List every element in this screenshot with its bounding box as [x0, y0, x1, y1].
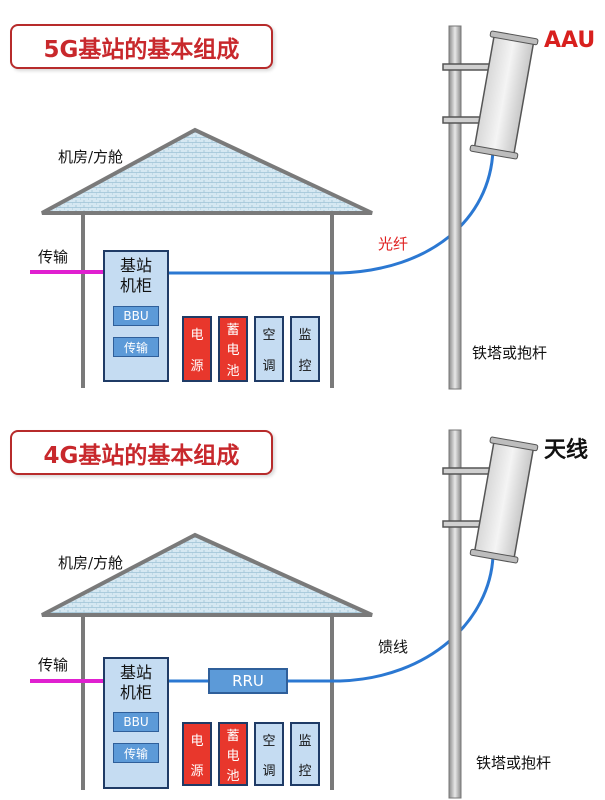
unit-char: 控	[298, 763, 312, 779]
bbu-module-5g: BBU	[113, 306, 159, 326]
section-title-4g: 4G基站的基本组成	[10, 430, 273, 475]
unit-char: 蓄	[226, 728, 240, 744]
antenna-panel	[469, 436, 539, 564]
roof-4g	[41, 532, 373, 617]
house-5g	[41, 127, 373, 388]
fiber-label: 光纤	[378, 235, 409, 253]
house-wall-5g	[81, 211, 334, 388]
unit-char: 空	[262, 733, 276, 749]
aircon-unit-4g: 空 调	[254, 722, 284, 786]
battery-unit-4g: 蓄 电 池	[218, 722, 248, 786]
tower-label-5g: 铁塔或抱杆	[472, 344, 548, 362]
cabinet-label-line2: 机柜	[119, 683, 152, 702]
feeder-label: 馈线	[378, 638, 409, 656]
unit-char: 电	[226, 343, 240, 359]
house-4g	[41, 532, 373, 790]
pole-5g	[448, 25, 462, 390]
feeder-cable-4g	[288, 555, 495, 683]
aau-label: AAU	[544, 28, 596, 53]
unit-char: 池	[226, 768, 240, 784]
room-label-5g: 机房/方舱	[58, 148, 124, 166]
unit-char: 源	[190, 359, 204, 374]
rru-module: RRU	[208, 668, 288, 694]
power-unit-4g: 电 源	[182, 722, 212, 786]
house-wall-4g	[81, 613, 334, 790]
tower-5g	[442, 25, 539, 390]
cabinet-label-4g: 基站 机柜	[107, 663, 165, 703]
unit-char: 电	[190, 328, 204, 343]
unit-char: 调	[262, 763, 276, 779]
transport-label-5g: 传输	[38, 248, 69, 266]
unit-char: 监	[298, 733, 312, 749]
antenna-label: 天线	[544, 438, 589, 463]
transport-module-4g: 传输	[113, 743, 159, 763]
cabinet-label-5g: 基站 机柜	[107, 256, 165, 296]
pole-4g	[448, 429, 462, 799]
power-unit-5g: 电 源	[182, 316, 212, 382]
unit-char: 调	[262, 359, 276, 374]
tower-4g	[442, 429, 539, 799]
unit-char: 监	[298, 328, 312, 343]
monitor-unit-5g: 监 控	[290, 316, 320, 382]
roof-5g	[41, 127, 373, 215]
aau-panel	[469, 30, 539, 160]
battery-unit-5g: 蓄 电 池	[218, 316, 248, 382]
room-label-4g: 机房/方舱	[58, 554, 124, 572]
cabinet-label-line2: 机柜	[119, 276, 152, 295]
cabinet-label-line1: 基站	[119, 256, 152, 275]
cabinet-label-line1: 基站	[119, 663, 152, 682]
monitor-unit-4g: 监 控	[290, 722, 320, 786]
bbu-module-4g: BBU	[113, 712, 159, 732]
bracket-bottom-4g	[442, 520, 484, 528]
transport-label-4g: 传输	[38, 656, 69, 674]
unit-char: 源	[190, 763, 204, 779]
unit-char: 电	[226, 748, 240, 764]
unit-char: 池	[226, 364, 240, 380]
fiber-cable-5g	[168, 149, 495, 275]
unit-char: 空	[262, 328, 276, 343]
unit-char: 蓄	[226, 322, 240, 338]
unit-char: 电	[190, 733, 204, 749]
transport-module-5g: 传输	[113, 337, 159, 357]
tower-label-4g: 铁塔或抱杆	[476, 754, 552, 772]
bracket-bottom-5g	[442, 116, 484, 124]
unit-char: 控	[298, 359, 312, 374]
section-title-5g: 5G基站的基本组成	[10, 24, 273, 69]
aircon-unit-5g: 空 调	[254, 316, 284, 382]
